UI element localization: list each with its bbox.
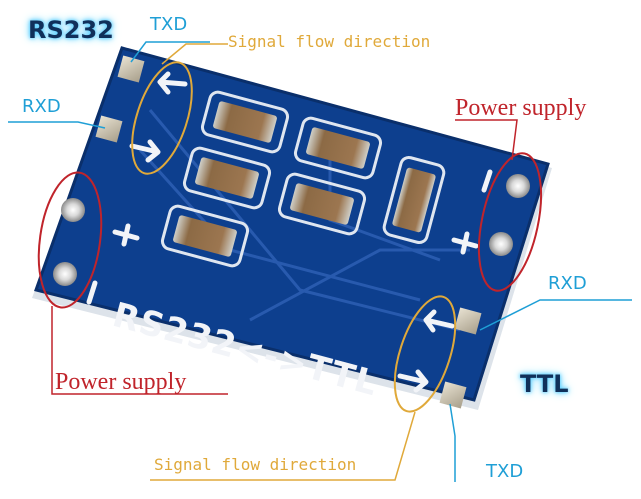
minus-icon	[481, 169, 493, 193]
ttl-title: TTL	[520, 370, 569, 398]
minus-icon	[86, 280, 98, 305]
pin-rxd-rs232	[95, 115, 123, 143]
rxd-label-right: RXD	[548, 273, 587, 294]
pin-txd-ttl	[439, 381, 467, 409]
txd-label-bottom: TXD	[486, 461, 524, 482]
arrow-right-icon	[129, 139, 161, 163]
pin-txd-rs232	[117, 55, 145, 83]
rs232-title: RS232	[28, 16, 114, 44]
leader-lines	[8, 41, 632, 482]
pin-power-left	[53, 198, 85, 286]
pin-power-right	[489, 174, 530, 256]
arrow-left-icon	[157, 71, 188, 95]
power-supply-label-right: Power supply	[455, 95, 587, 121]
arrow-right-icon	[397, 369, 429, 393]
silkscreen-marks	[86, 71, 493, 393]
signal-flow-label-top: Signal flow direction	[228, 32, 431, 51]
plus-icon	[451, 231, 479, 255]
capacitor-array	[160, 90, 446, 268]
arrow-left-icon	[423, 309, 455, 333]
signal-flow-label-bottom: Signal flow direction	[154, 455, 357, 474]
rxd-label-left: RXD	[22, 96, 61, 117]
annotation-ellipses	[37, 61, 543, 413]
plus-icon	[112, 223, 140, 247]
power-supply-label-left: Power supply	[55, 369, 187, 395]
pin-rxd-ttl	[454, 307, 482, 335]
txd-label-top: TXD	[150, 14, 188, 35]
